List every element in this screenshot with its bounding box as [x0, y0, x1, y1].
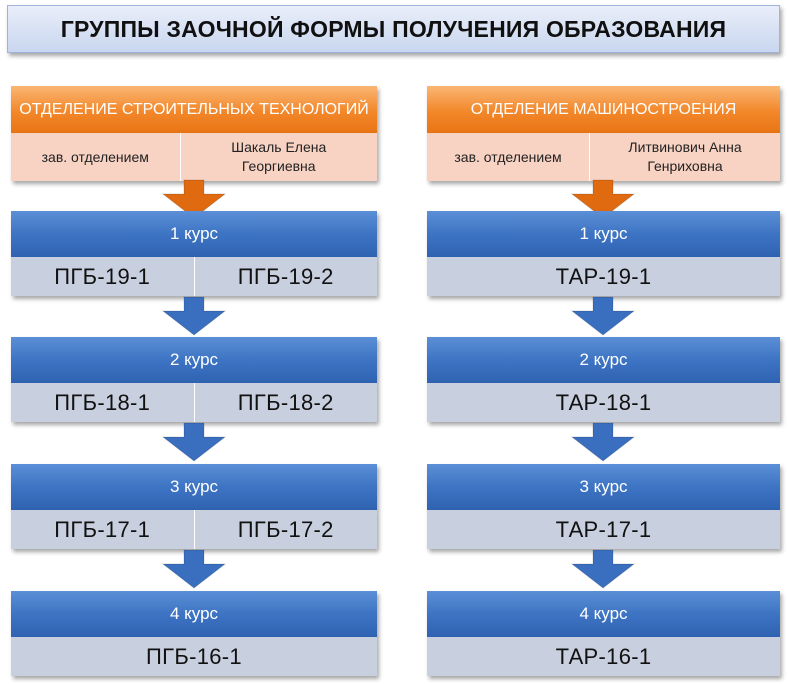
course-flow-arrow-path — [570, 422, 636, 462]
group-cell: ПГБ-17-1 — [54, 516, 151, 542]
group-cell: ТАР-18-1 — [555, 389, 652, 415]
course-flow-arrow — [570, 296, 636, 336]
group-row: ТАР-17-1 — [427, 510, 780, 549]
group-cell: ТАР-16-1 — [555, 643, 652, 669]
course-flow-arrow — [570, 422, 636, 462]
department-flow-arrow-shape — [161, 179, 227, 219]
course-flow-arrow-path — [161, 549, 227, 589]
course-flow-arrow-shape — [161, 296, 227, 336]
group-row: ТАР-16-1 — [427, 637, 780, 676]
department-flow-arrow-path — [570, 179, 636, 219]
group-row: ПГБ-18-1 ПГБ-18-2 — [11, 383, 377, 422]
group-row: ПГБ-19-1 ПГБ-19-2 — [11, 257, 377, 296]
group-cell: ТАР-17-1 — [555, 516, 652, 542]
page-title: ГРУППЫ ЗАОЧНОЙ ФОРМЫ ПОЛУЧЕНИЯ ОБРАЗОВАН… — [7, 5, 780, 53]
group-cell: ПГБ-19-2 — [193, 257, 378, 296]
course-header: 3 курс — [427, 464, 780, 510]
course-header: 4 курс — [11, 591, 377, 637]
group-cell: ПГБ-16-1 — [146, 643, 242, 669]
course-header: 2 курс — [11, 337, 377, 383]
course-flow-arrow-shape — [570, 296, 636, 336]
course-flow-arrow-path — [161, 296, 227, 336]
course-flow-arrow — [161, 296, 227, 336]
department-flow-arrow — [570, 179, 636, 219]
department-flow-arrow-shape — [570, 179, 636, 219]
group-cell: ПГБ-19-1 — [54, 263, 151, 289]
department-head-row: зав. отделением Литвинович Анна Генриховн… — [427, 133, 780, 181]
department-header: ОТДЕЛЕНИЕ МАШИНОСТРОЕНИЯ — [427, 86, 780, 133]
group-cell: ПГБ-18-2 — [193, 383, 378, 422]
department-flow-arrow-path — [161, 179, 227, 219]
head-name: Шакаль Елена Георгиевна — [179, 133, 378, 181]
course-flow-arrow-shape — [161, 422, 227, 462]
department-head-row: зав. отделением Шакаль Елена Георгиевна — [11, 133, 377, 181]
group-cell: ПГБ-17-2 — [193, 510, 378, 549]
course-flow-arrow — [161, 422, 227, 462]
course-flow-arrow — [570, 549, 636, 589]
course-header: 1 курс — [11, 211, 377, 257]
course-header: 2 курс — [427, 337, 780, 383]
course-header: 4 курс — [427, 591, 780, 637]
head-label: зав. отделением — [41, 148, 149, 165]
course-flow-arrow-shape — [570, 422, 636, 462]
course-header: 3 курс — [11, 464, 377, 510]
group-row: ТАР-19-1 — [427, 257, 780, 296]
course-header: 1 курс — [427, 211, 780, 257]
department-flow-arrow — [161, 179, 227, 219]
group-cell: ПГБ-18-1 — [54, 389, 151, 415]
head-label: зав. отделением — [454, 148, 562, 165]
course-flow-arrow-path — [570, 549, 636, 589]
course-flow-arrow-path — [161, 422, 227, 462]
department-header: ОТДЕЛЕНИЕ СТРОИТЕЛЬНЫХ ТЕХНОЛОГИЙ — [11, 86, 377, 133]
group-row: ПГБ-16-1 — [11, 637, 377, 676]
course-flow-arrow-path — [570, 296, 636, 336]
course-flow-arrow-shape — [161, 549, 227, 589]
course-flow-arrow — [161, 549, 227, 589]
group-cell: ТАР-19-1 — [555, 263, 652, 289]
course-flow-arrow-shape — [570, 549, 636, 589]
head-name: Литвинович Анна Генриховна — [589, 133, 780, 181]
group-row: ТАР-18-1 — [427, 383, 780, 422]
group-row: ПГБ-17-1 ПГБ-17-2 — [11, 510, 377, 549]
